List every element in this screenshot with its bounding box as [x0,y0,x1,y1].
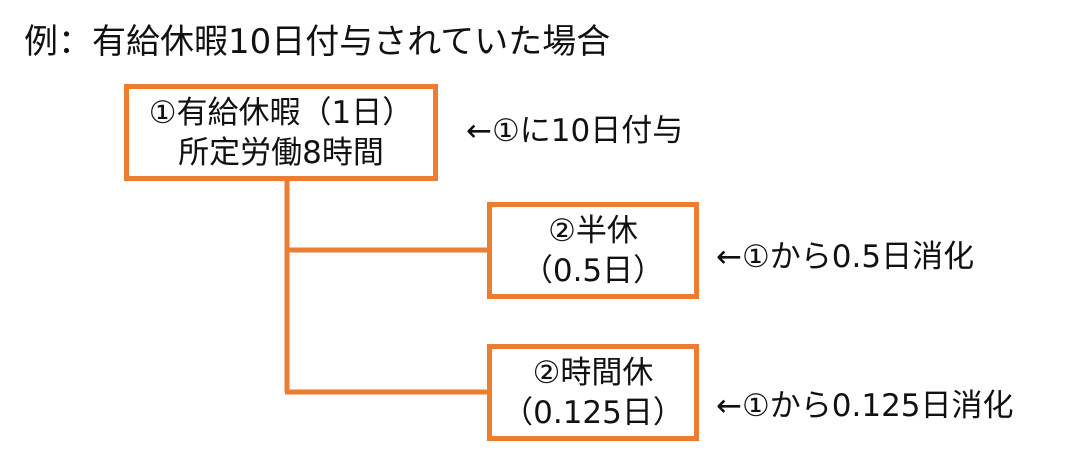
note-hourly-consumption: ←①から0.125日消化 [716,388,1014,424]
node-paid-leave-full-day-line1: ①有給休暇（1日） [148,94,414,131]
node-half-day-leave-line1: ②半休 [548,212,638,249]
note-grant: ←①に10日付与 [466,113,684,149]
node-half-day-leave-line2: （0.5日） [521,252,665,289]
node-hourly-leave-line2: （0.125日） [502,394,684,431]
diagram-caption: 例：有給休暇10日付与されていた場合 [24,22,611,62]
node-hourly-leave-line1: ②時間休 [532,354,654,391]
node-paid-leave-full-day-line2: 所定労働8時間 [178,134,384,171]
node-hourly-leave: ②時間休 （0.125日） [487,344,699,441]
node-half-day-leave: ②半休 （0.5日） [487,202,699,299]
node-paid-leave-full-day: ①有給休暇（1日） 所定労働8時間 [124,84,438,181]
note-half-day-consumption: ←①から0.5日消化 [716,239,975,275]
